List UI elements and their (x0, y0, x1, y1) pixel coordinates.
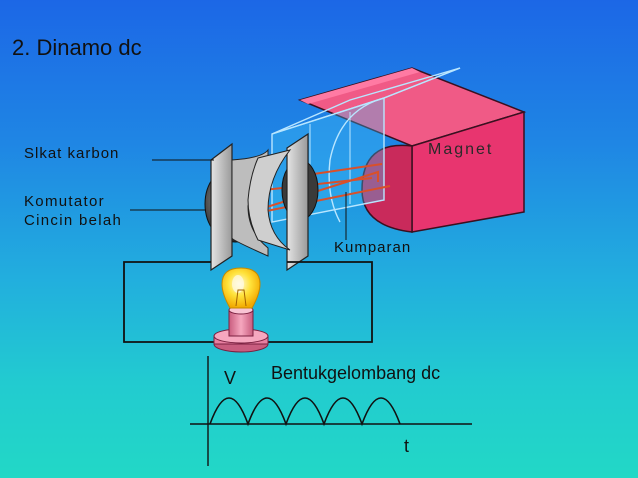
magnet (297, 67, 527, 233)
graph-x-label: t (404, 436, 410, 456)
waveform-graph (190, 356, 472, 466)
label-komutator: Komutator (24, 193, 105, 210)
graph-y-label: V (224, 368, 237, 388)
dc-wave (209, 397, 401, 427)
circuit-wire (123, 261, 373, 343)
leader-lines (130, 159, 347, 240)
slide-title: 2. Dinamo dc (12, 35, 142, 60)
graph-caption: Bentukgelombang dc (271, 363, 441, 383)
carbon-brushes (210, 132, 309, 272)
label-slikat-karbon: Slkat karbon (24, 145, 120, 162)
light-bulb-icon (213, 267, 269, 353)
label-kumparan: Kumparan (334, 239, 412, 256)
label-magnet: Magnet (428, 141, 494, 158)
label-cincin-belah: Cincin belah (24, 212, 123, 229)
